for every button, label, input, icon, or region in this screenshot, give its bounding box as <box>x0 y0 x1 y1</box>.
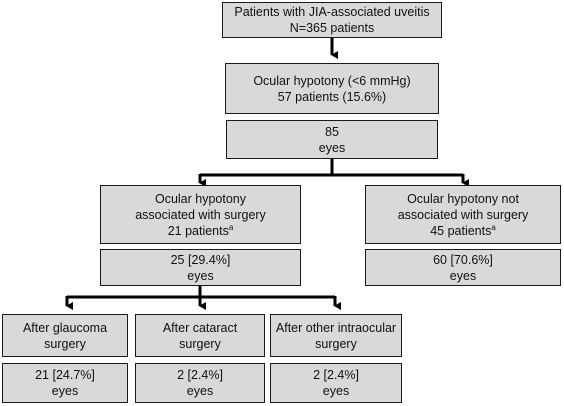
glaucoma-eyes-line2: eyes <box>51 384 79 398</box>
root-line1: Patients with JIA-associated uveitis <box>234 5 430 19</box>
cataract-eyes-box: 2 [2.4%] eyes <box>135 363 265 403</box>
surgery-line3-wrap: 21 patientsa <box>168 223 234 239</box>
hypotony-line2: 57 patients (15.6%) <box>277 89 387 104</box>
cataract-line2: surgery <box>179 336 221 351</box>
surgery-line2: associated with surgery <box>135 207 266 222</box>
no-surgery-line2: associated with surgery <box>397 207 529 222</box>
surgery-line1: Ocular hypotony <box>154 191 247 206</box>
glaucoma-box: After glaucoma surgery <box>2 314 128 357</box>
cataract-eyes-line2: eyes <box>186 384 214 398</box>
surgery-eyes-line2: eyes <box>187 268 214 283</box>
other-eyes-line2: eyes <box>322 384 350 398</box>
no-surgery-eyes-line1: 60 [70.6%] <box>433 252 493 267</box>
no-surgery-line1: Ocular hypotony not <box>407 191 519 206</box>
cataract-box: After cataract surgery <box>135 314 265 357</box>
no-surgery-line3-wrap: 45 patientsa <box>430 223 496 239</box>
cataract-eyes-line1: 2 [2.4%] <box>177 368 223 382</box>
no-surgery-eyes-box: 60 [70.6%] eyes <box>365 249 561 286</box>
hypotony-box: Ocular hypotony (<6 mmHg) 57 patients (1… <box>225 63 439 114</box>
no-surgery-line3: 45 patients <box>430 223 492 238</box>
eyes-total-line2: eyes <box>318 140 346 155</box>
glaucoma-line2: surgery <box>44 336 86 351</box>
other-eyes-box: 2 [2.4%] eyes <box>270 363 402 403</box>
surgery-line3: 21 patients <box>167 223 229 238</box>
no-surgery-eyes-line2: eyes <box>449 268 477 283</box>
other-eyes-line1: 2 [2.4%] <box>313 368 359 382</box>
root-box: Patients with JIA-associated uveitis N=3… <box>222 2 442 38</box>
other-box: After other intraocular surgery <box>270 314 402 357</box>
no-surgery-box: Ocular hypotony not associated with surg… <box>365 185 561 244</box>
surgery-box: Ocular hypotony associated with surgery … <box>100 185 301 244</box>
surgery-eyes-line1: 25 [29.4%] <box>170 252 231 267</box>
cataract-line1: After cataract <box>162 320 238 335</box>
eyes-total-box: 85 eyes <box>226 120 438 159</box>
other-line2: surgery <box>315 336 357 351</box>
glaucoma-line1: After glaucoma <box>22 320 108 335</box>
eyes-total-line1: 85 <box>325 124 339 139</box>
root-line2: N=365 patients <box>289 21 375 35</box>
glaucoma-eyes-line1: 21 [24.7%] <box>35 368 95 382</box>
glaucoma-eyes-box: 21 [24.7%] eyes <box>2 363 128 403</box>
surgery-eyes-box: 25 [29.4%] eyes <box>100 249 301 286</box>
other-line1: After other intraocular <box>275 320 397 335</box>
surgery-footnote: a <box>228 222 234 232</box>
hypotony-line1: Ocular hypotony (<6 mmHg) <box>253 73 411 88</box>
no-surgery-footnote: a <box>491 222 496 232</box>
